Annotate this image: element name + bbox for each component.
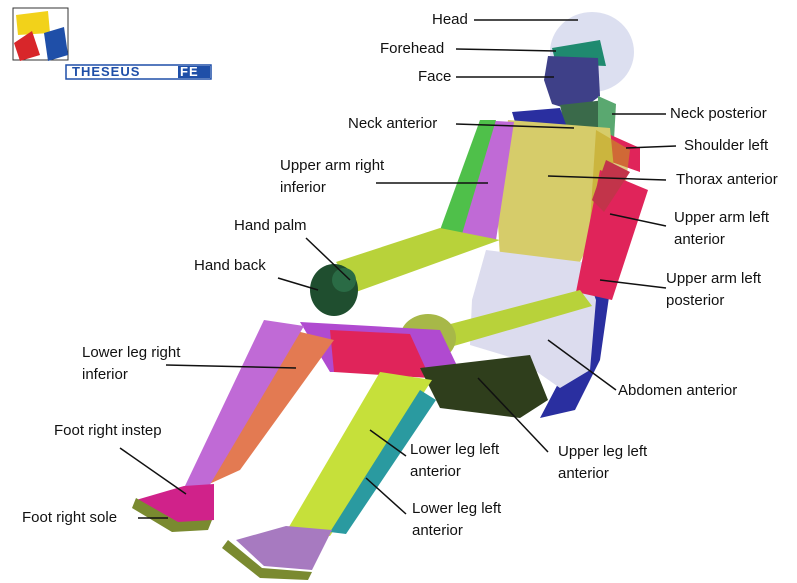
label-thorax-anterior: Thorax anterior bbox=[676, 169, 778, 191]
label-hand-back: Hand back bbox=[194, 255, 266, 277]
label-hand-palm: Hand palm bbox=[234, 215, 307, 237]
label-face: Face bbox=[418, 66, 451, 88]
label-forehead: Forehead bbox=[380, 38, 444, 60]
label-upper-arm-left-anterior: Upper arm left anterior bbox=[674, 207, 789, 251]
label-neck-anterior: Neck anterior bbox=[348, 113, 437, 135]
label-foot-right-instep: Foot right instep bbox=[54, 420, 162, 442]
label-shoulder-left: Shoulder left bbox=[684, 135, 768, 157]
forearm-right-shape bbox=[336, 228, 500, 292]
label-upper-arm-right-inferior: Upper arm right inferior bbox=[280, 155, 400, 199]
label-abdomen-anterior: Abdomen anterior bbox=[618, 380, 737, 402]
label-upper-arm-left-posterior: Upper arm left posterior bbox=[666, 268, 784, 312]
label-lower-leg-right-inferior: Lower leg right inferior bbox=[82, 342, 202, 386]
label-head: Head bbox=[432, 9, 468, 31]
label-lower-leg-left-anterior-2: Lower leg left anterior bbox=[412, 498, 522, 542]
label-lower-leg-left-anterior-1: Lower leg left anterior bbox=[410, 439, 520, 483]
label-foot-right-sole: Foot right sole bbox=[22, 507, 117, 529]
label-upper-leg-left-anterior: Upper leg left anterior bbox=[558, 441, 668, 485]
label-neck-posterior: Neck posterior bbox=[670, 103, 767, 125]
hand-palm-shape bbox=[332, 268, 356, 292]
